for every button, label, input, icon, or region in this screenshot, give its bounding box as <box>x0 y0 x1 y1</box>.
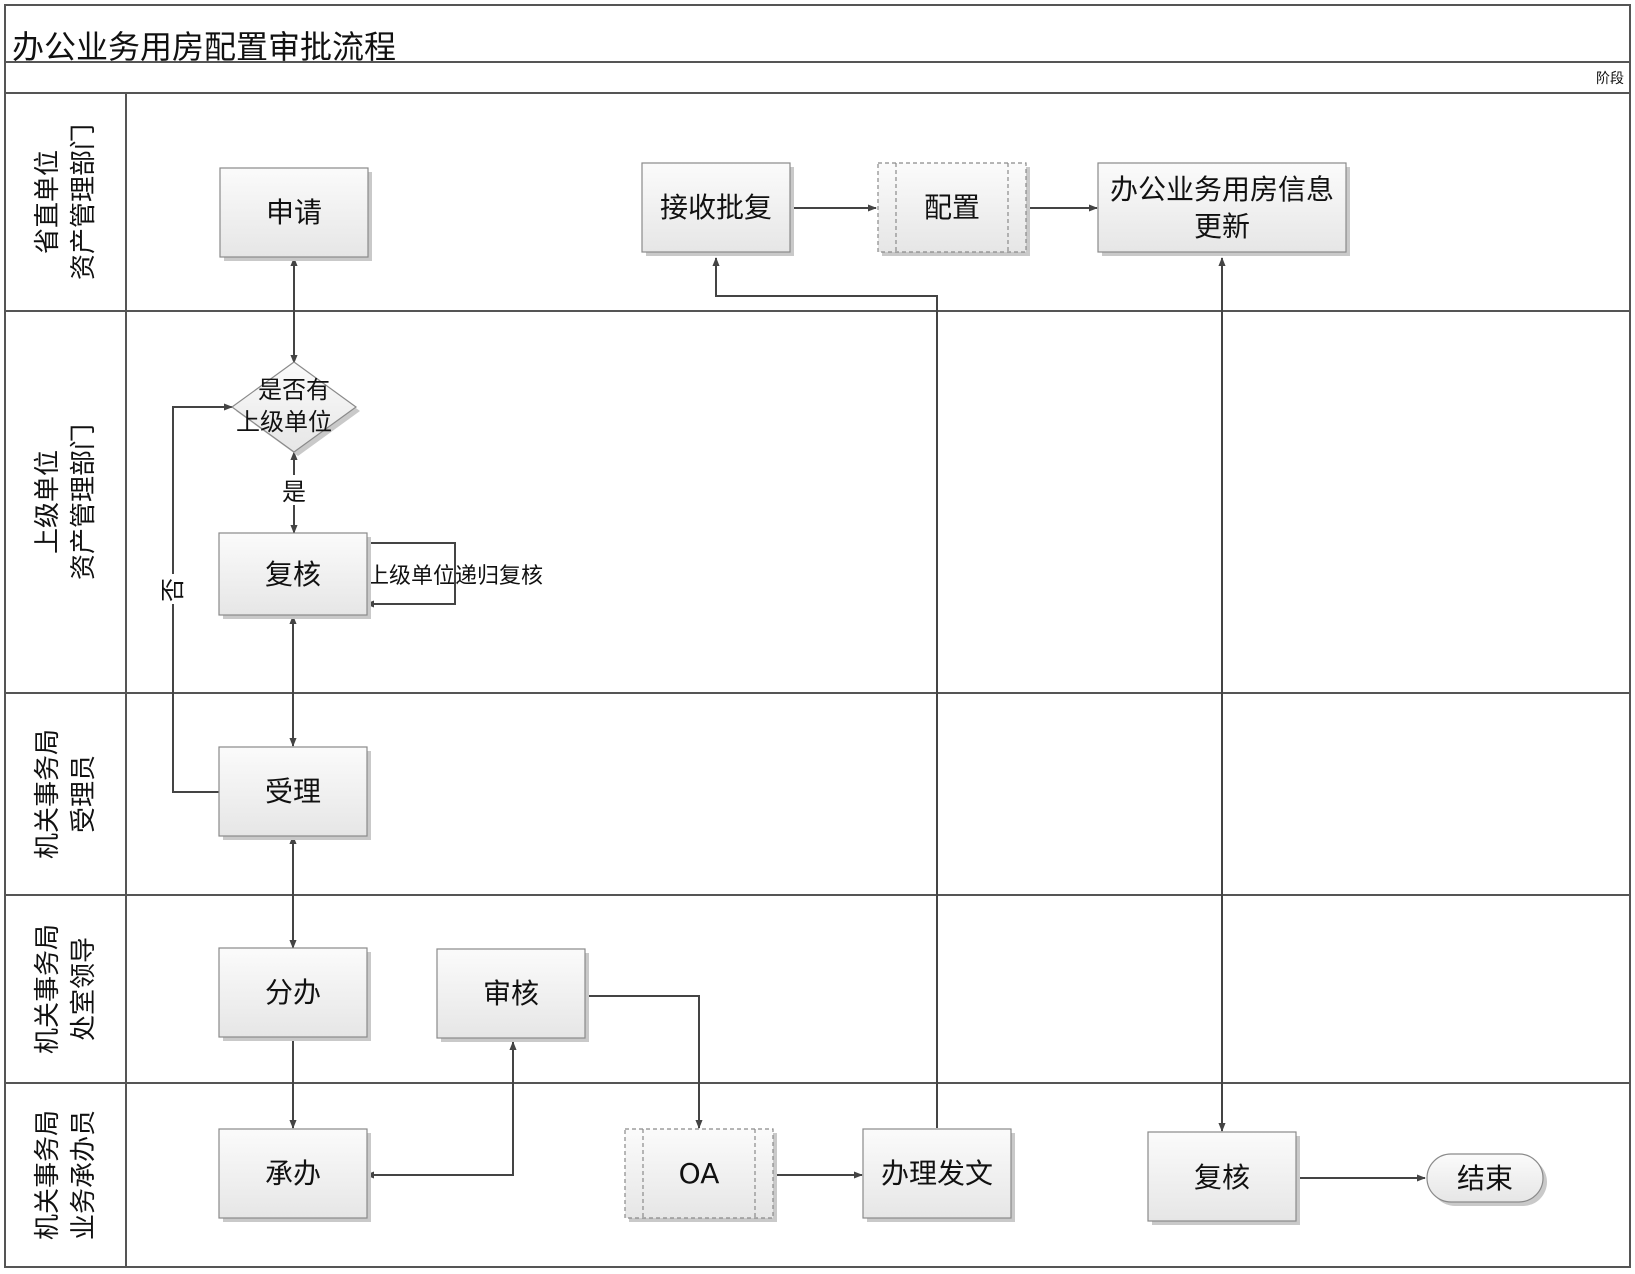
edge-label-yes: 是 <box>282 478 306 506</box>
node-handle-label: 承办 <box>265 1157 321 1190</box>
edge-label-no-bg <box>160 574 186 604</box>
node-decision-line2: 上级单位 <box>236 408 332 436</box>
lane-label-superior: 上级单位 资产管理部门 <box>33 424 99 580</box>
lane-label-line1: 上级单位 <box>33 450 63 554</box>
lane-label-division-leader: 机关事务局 处室领导 <box>33 924 99 1054</box>
node-issue-doc-label: 办理发文 <box>881 1157 993 1190</box>
edge-audit-oa <box>584 995 703 1129</box>
node-assign[interactable]: 分办 <box>218 947 371 1041</box>
node-oa[interactable]: OA <box>624 1128 777 1222</box>
node-apply[interactable]: 申请 <box>219 167 372 261</box>
edge-recursive-review <box>364 542 456 608</box>
lane-label-line1: 机关事务局 <box>33 924 63 1054</box>
node-issue-doc[interactable]: 办理发文 <box>862 1128 1015 1222</box>
lane-label-handler: 机关事务局 业务承办员 <box>33 1110 99 1240</box>
lane-label-line2: 业务承办员 <box>69 1110 99 1240</box>
node-oa-label: OA <box>679 1157 720 1190</box>
page-title: 办公业务用房配置审批流程 <box>12 28 396 66</box>
lane-label-line2: 处室领导 <box>69 937 99 1041</box>
node-review-upper-label: 复核 <box>265 558 321 591</box>
node-decision-line1: 是否有 <box>258 376 330 404</box>
node-info-update-line2: 更新 <box>1194 210 1250 243</box>
node-decision-superior[interactable]: 是否有 上级单位 <box>230 361 360 456</box>
node-apply-label: 申请 <box>266 196 322 229</box>
phase-label: 阶段 <box>1596 71 1624 87</box>
edge-label-yes-bg <box>281 475 307 505</box>
node-receive-reply[interactable]: 接收批复 <box>641 162 794 256</box>
node-accept[interactable]: 受理 <box>218 746 371 840</box>
lane-label-line1: 机关事务局 <box>33 1110 63 1240</box>
node-end[interactable]: 结束 <box>1426 1153 1547 1206</box>
lane-label-line2: 资产管理部门 <box>69 124 99 280</box>
edge-label-no: 否 <box>159 578 187 602</box>
node-info-update[interactable]: 办公业务用房信息 更新 <box>1097 162 1350 256</box>
edge-issue-receive <box>712 257 938 1128</box>
node-review-final[interactable]: 复核 <box>1147 1131 1300 1225</box>
lane-label-line1: 省直单位 <box>33 150 63 254</box>
lane-label-line1: 机关事务局 <box>33 729 63 859</box>
node-review-final-label: 复核 <box>1194 1161 1250 1194</box>
node-accept-label: 受理 <box>265 775 321 808</box>
node-audit-label: 审核 <box>483 977 539 1010</box>
node-info-update-line1: 办公业务用房信息 <box>1110 173 1334 206</box>
node-configure[interactable]: 配置 <box>877 162 1030 256</box>
lane-label-province: 省直单位 资产管理部门 <box>33 124 99 280</box>
pool-frame <box>4 4 1631 1268</box>
node-review-upper[interactable]: 复核 <box>218 532 371 619</box>
node-configure-label: 配置 <box>924 191 980 224</box>
node-assign-label: 分办 <box>265 976 321 1009</box>
lane-label-line2: 受理员 <box>69 755 99 833</box>
node-end-label: 结束 <box>1457 1162 1513 1195</box>
lane-label-line2: 资产管理部门 <box>69 424 99 580</box>
node-receive-reply-label: 接收批复 <box>660 191 772 224</box>
node-audit[interactable]: 审核 <box>436 948 589 1042</box>
edge-handle-audit <box>365 1041 517 1179</box>
edge-label-recursive-review: 上级单位递归复核 <box>367 564 543 589</box>
lane-label-receptionist: 机关事务局 受理员 <box>33 729 99 859</box>
node-handle[interactable]: 承办 <box>218 1128 371 1222</box>
